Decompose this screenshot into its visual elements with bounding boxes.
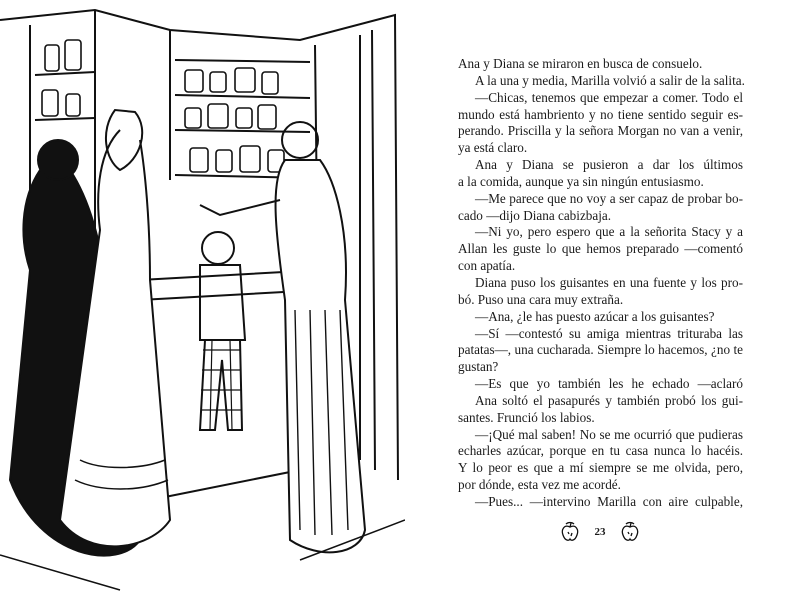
text-line: —Me parece que no voy a ser capaz de pro… — [475, 190, 743, 206]
apple-ornament-icon — [621, 521, 639, 541]
text-line: Ana y Diana se miraron en busca de consu… — [458, 56, 703, 71]
text-line: Ana soltó el pasapurés y también probó l… — [475, 392, 743, 408]
page-footer: 23 — [560, 520, 640, 544]
page-number: 23 — [594, 526, 606, 538]
text-line: —Pues... —intervino Marilla con aire cul… — [475, 493, 743, 509]
text-line: —Chicas, tenemos que empezar a comer. To… — [475, 89, 743, 105]
text-line: santes. Frunció los labios. — [458, 409, 595, 425]
apple-ornament-icon — [561, 521, 579, 541]
text-line: —¡Qué mal saben! No se me ocurrió que pu… — [475, 426, 743, 442]
text-line: Ana y Diana se pusieron a dar los último… — [475, 157, 743, 173]
text-line: A la una y media, Marilla volvió a salir… — [475, 72, 745, 88]
text-line: —Ana, ¿le has puesto azúcar a los guisan… — [475, 308, 715, 324]
text-line: —Sí —contestó su amiga mientras triturab… — [475, 325, 743, 341]
text-line: —Ni yo, pero espero que a la señorita St… — [475, 224, 743, 240]
text-line: ya está claro. — [458, 140, 528, 156]
text-line: a la comida, aunque ya sin ningún entusi… — [458, 173, 704, 189]
text-line: gustan? — [458, 359, 499, 375]
text-line: por dónde, esta vez me acordé. — [458, 477, 621, 493]
text-line: Y lo peor es que a mí siempre se me olvi… — [458, 460, 743, 476]
text-line: Diana puso los guisantes en una fuente y… — [475, 274, 743, 290]
text-line: patatas—, una cucharada. Siempre lo hace… — [458, 342, 743, 358]
text-line: —Es que yo también les he echado —aclaró… — [475, 376, 743, 392]
text-line: mundo está hambriento y no tiene sentido… — [458, 106, 743, 122]
text-line: con apatía. — [458, 258, 516, 274]
text-line: bó. Puso una cara muy extraña. — [458, 291, 624, 307]
text-line: cado —dijo Diana cabizbaja. — [458, 207, 612, 223]
text-line: Allan les guste lo que hemos preparado —… — [458, 241, 743, 257]
text-line: perando. Priscilla y la señora Morgan no… — [458, 123, 743, 139]
body-text: Ana y Diana se miraron en busca de consu… — [458, 56, 745, 511]
illustration-pantry-scene — [0, 8, 405, 591]
text-line: echarles azúcar, porque en tu casa nunca… — [458, 443, 743, 459]
